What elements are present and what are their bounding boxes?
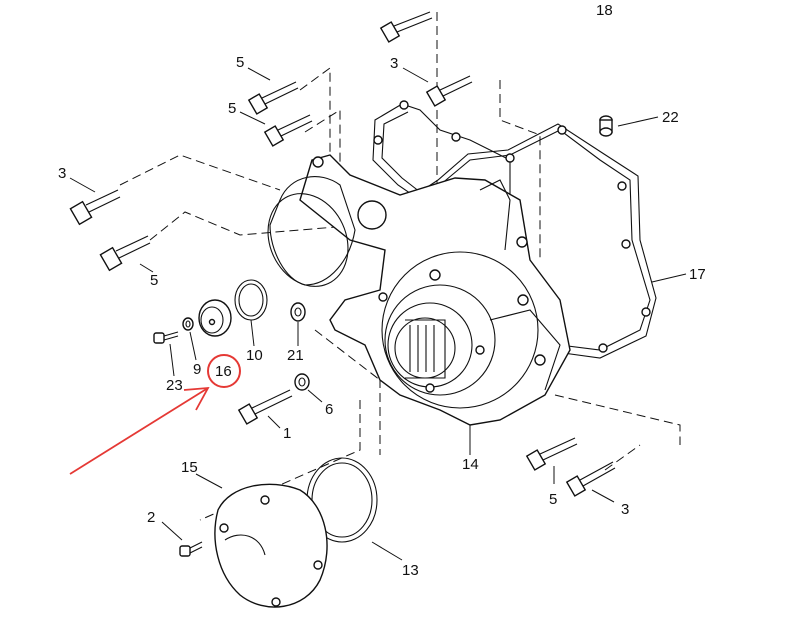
oring-10 (234, 279, 268, 321)
bolt-top (379, 11, 433, 43)
label-part-2: 2 (147, 509, 155, 526)
bushing-21 (290, 302, 306, 322)
label-part-5-d: 5 (549, 491, 557, 508)
leader-lines (69, 67, 687, 561)
label-part-9: 9 (193, 361, 201, 378)
label-part-21: 21 (287, 347, 304, 364)
label-part-17: 17 (689, 266, 706, 283)
label-part-5-b: 5 (228, 100, 236, 117)
bolt-5-right (525, 437, 578, 471)
part-labels: 18 5 3 5 22 3 5 17 9 10 21 16 23 6 1 14 … (58, 2, 706, 579)
screw-2 (179, 541, 203, 557)
screw-23 (153, 331, 179, 344)
label-part-14: 14 (462, 456, 479, 473)
washer-9 (182, 317, 194, 331)
label-part-3-c: 3 (621, 501, 629, 518)
label-part-15: 15 (181, 459, 198, 476)
label-part-1: 1 (283, 425, 291, 442)
washer-6 (294, 373, 310, 391)
bolt-3-left (69, 189, 121, 226)
assembly-dashed-lines (119, 12, 681, 521)
bolt-5-b (263, 114, 313, 147)
label-part-18: 18 (596, 2, 613, 19)
highlight-arrow-shaft (69, 387, 209, 475)
label-part-6: 6 (325, 401, 333, 418)
bolt-3-upper (425, 75, 473, 107)
label-part-5-a: 5 (236, 54, 244, 71)
label-part-13: 13 (402, 562, 419, 579)
highlight-arrow-head (183, 386, 210, 411)
label-part-22: 22 (662, 109, 679, 126)
bolt-1 (237, 389, 293, 425)
bolt-5-left (99, 235, 151, 272)
dowel-22 (599, 115, 613, 137)
bolts (69, 11, 616, 557)
bolt-5-a (247, 81, 299, 115)
label-part-3-b: 3 (58, 165, 66, 182)
plug-16 (198, 299, 232, 337)
highlight-circle (207, 354, 241, 388)
label-part-10: 10 (246, 347, 263, 364)
bolt-3-right (565, 461, 616, 497)
highlight-annotation (69, 354, 241, 475)
derby-cover-15 (214, 483, 328, 608)
label-part-3-a: 3 (390, 55, 398, 72)
small-parts (182, 115, 613, 608)
gasket-holes (373, 100, 651, 353)
label-part-16: 16 (215, 363, 232, 380)
primary-housing-14 (267, 154, 571, 426)
label-part-23: 23 (166, 377, 183, 394)
label-part-5-c: 5 (150, 272, 158, 289)
